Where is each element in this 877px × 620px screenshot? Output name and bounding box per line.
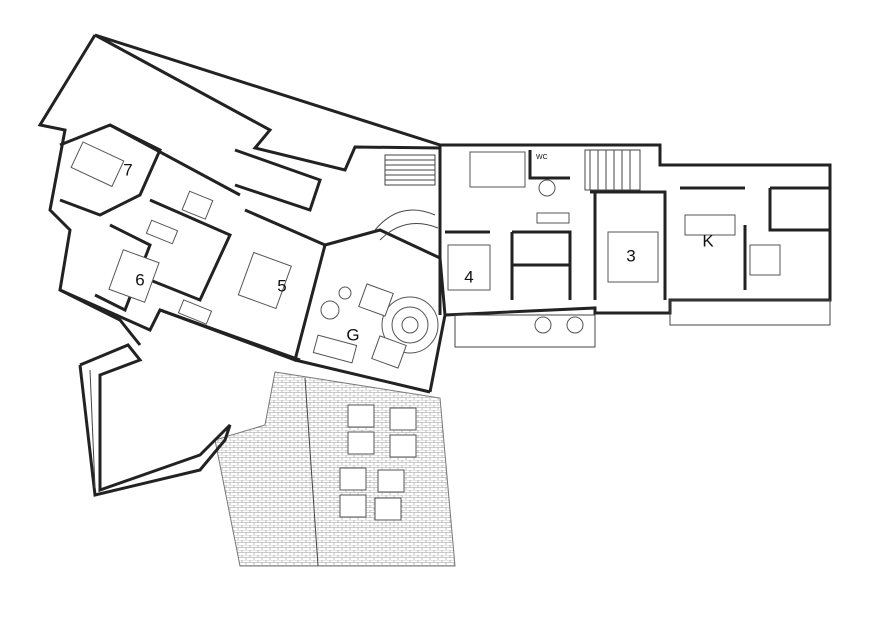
room-label-6: 6 (135, 270, 144, 289)
room-label-3: 3 (626, 246, 635, 265)
terrace-furniture (339, 404, 417, 521)
lounge-furniture (312, 283, 439, 369)
room-label-g: G (346, 325, 359, 344)
right-section-walls (438, 143, 832, 348)
left-wing-walls (94, 33, 442, 172)
stairs (374, 149, 641, 241)
room-label-5: 5 (277, 276, 286, 295)
left-wing-furniture (70, 141, 292, 325)
room-label-4: 4 (464, 267, 473, 286)
room-label-k: K (702, 231, 714, 250)
paved-terrace (214, 371, 456, 567)
wc-label: WC (536, 154, 548, 161)
right-section-furniture (447, 151, 781, 334)
balcony (78, 343, 232, 497)
room-label-7: 7 (123, 160, 132, 179)
